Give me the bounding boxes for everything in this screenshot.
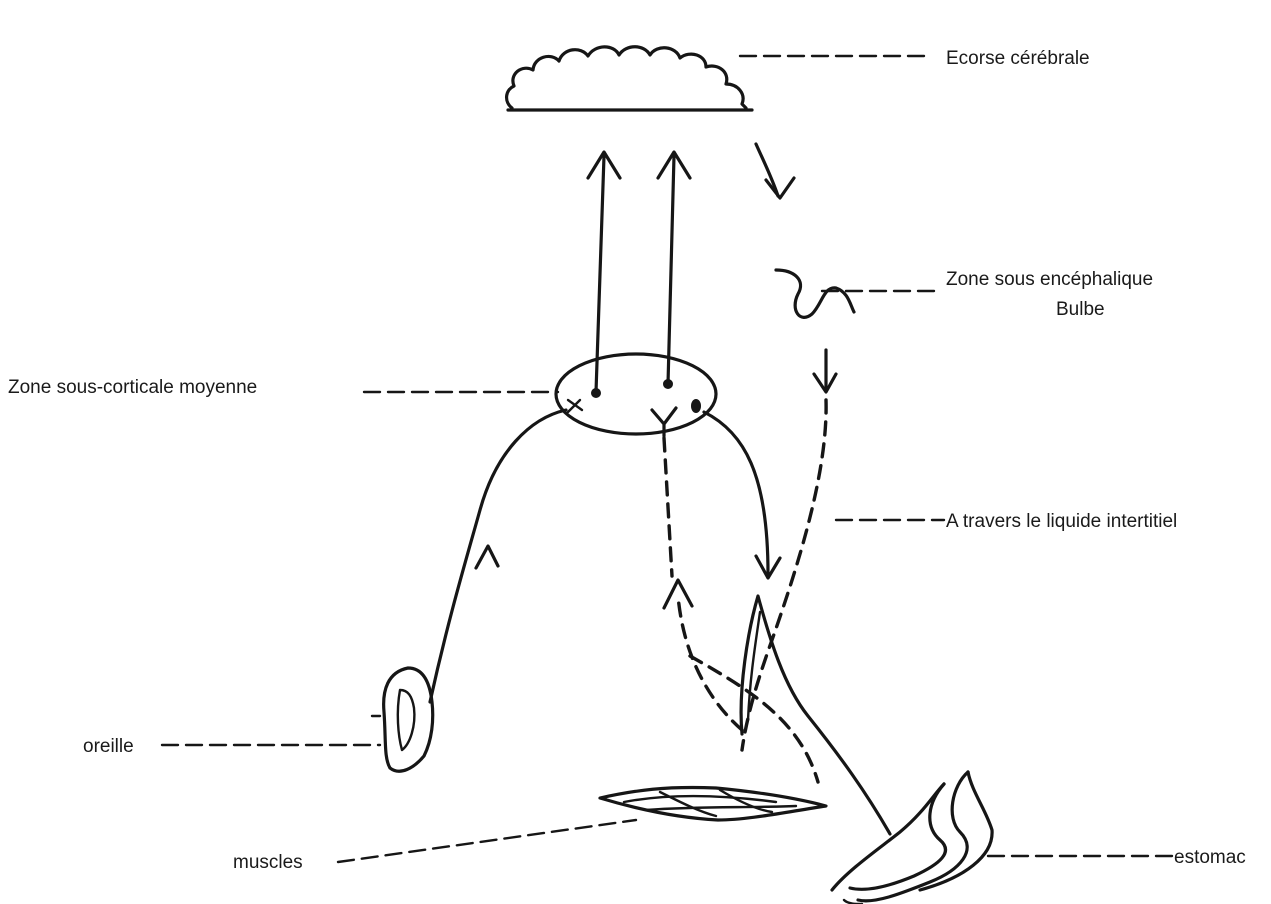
ascending-arrow-right xyxy=(658,152,690,384)
muscles-leader-line xyxy=(338,820,636,862)
subcortical-zone-shape xyxy=(556,354,716,436)
descending-arrow-bulbe xyxy=(814,350,836,392)
dashed-path-to-muscles xyxy=(690,656,818,782)
stomach-shape xyxy=(832,772,992,904)
muscles-label: muscles xyxy=(233,852,303,873)
oreille-label: oreille xyxy=(83,736,134,757)
bulbe-shape xyxy=(776,270,854,317)
dashed-path-liquide xyxy=(742,400,826,750)
zone-sous-corticale-label: Zone sous-corticale moyenne xyxy=(8,377,257,398)
ecorse-cerebrale-label: Ecorse cérébrale xyxy=(946,48,1090,69)
auditory-ascending-path xyxy=(430,410,566,702)
dashed-return-arrow xyxy=(664,580,742,730)
dashed-descending-center xyxy=(664,438,672,576)
descending-arrow-cortex xyxy=(756,144,794,198)
cerebral-cortex-shape xyxy=(507,47,752,110)
muscles-shape xyxy=(600,787,826,820)
liquide-label: A travers le liquide intertitiel xyxy=(946,511,1177,532)
motor-descending-path xyxy=(704,412,780,578)
ear-shape xyxy=(372,668,433,771)
estomac-label: estomac xyxy=(1174,847,1246,868)
zone-sous-encephalique-label: Zone sous encéphalique xyxy=(946,269,1153,290)
bulbe-label: Bulbe xyxy=(1056,299,1105,320)
viscera-peak-shape xyxy=(741,596,890,834)
